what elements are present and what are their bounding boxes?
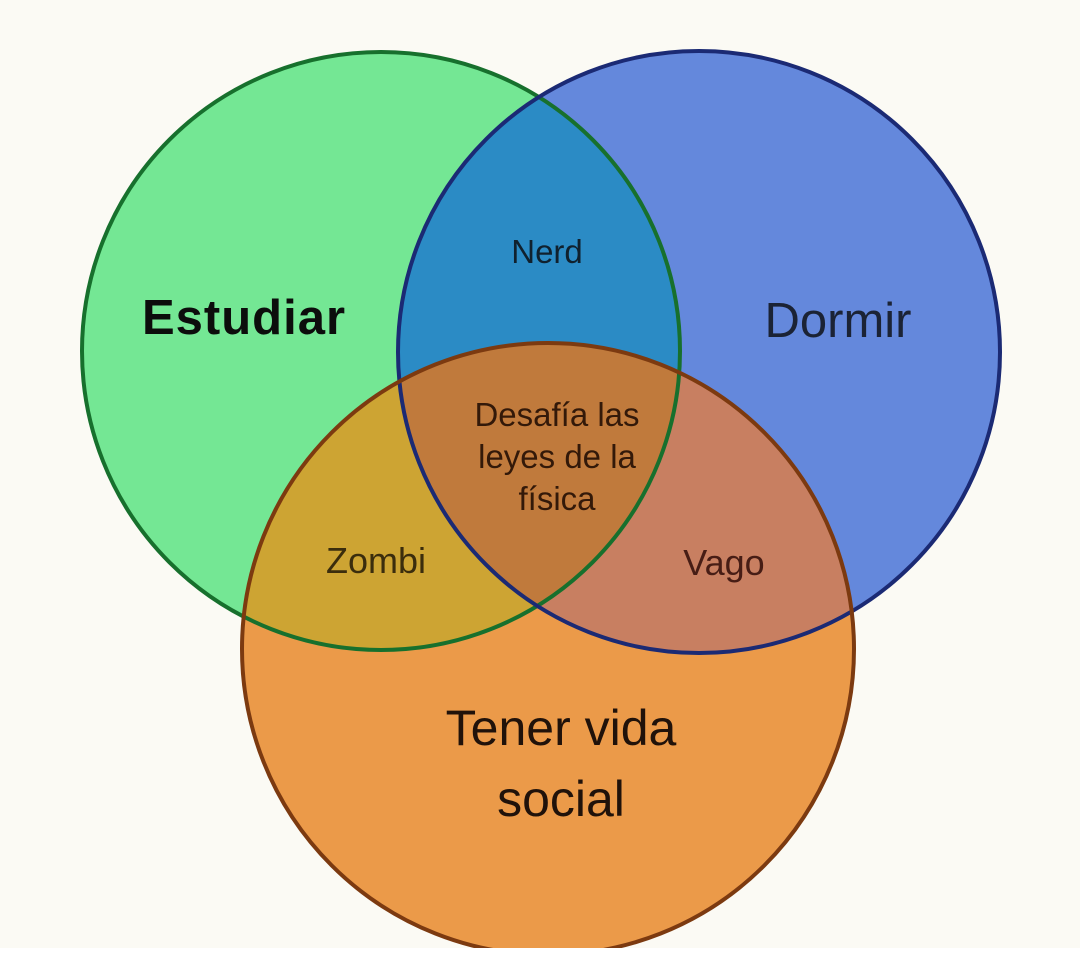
social-label: Tener vida social	[445, 700, 677, 827]
estudiar-circle-outline	[80, 50, 682, 652]
zombi-label: Zombi	[325, 540, 427, 581]
center-label: Desafía las leyes de la física	[474, 396, 640, 517]
dormir-label: Dormir	[764, 294, 912, 348]
nerd-label: Nerd	[511, 233, 583, 270]
bottom-white-strip	[0, 948, 1080, 975]
estudiar-label: Estudiar	[141, 291, 347, 345]
vago-label: Vago	[683, 542, 765, 583]
dormir-circle-outline	[396, 49, 1002, 655]
